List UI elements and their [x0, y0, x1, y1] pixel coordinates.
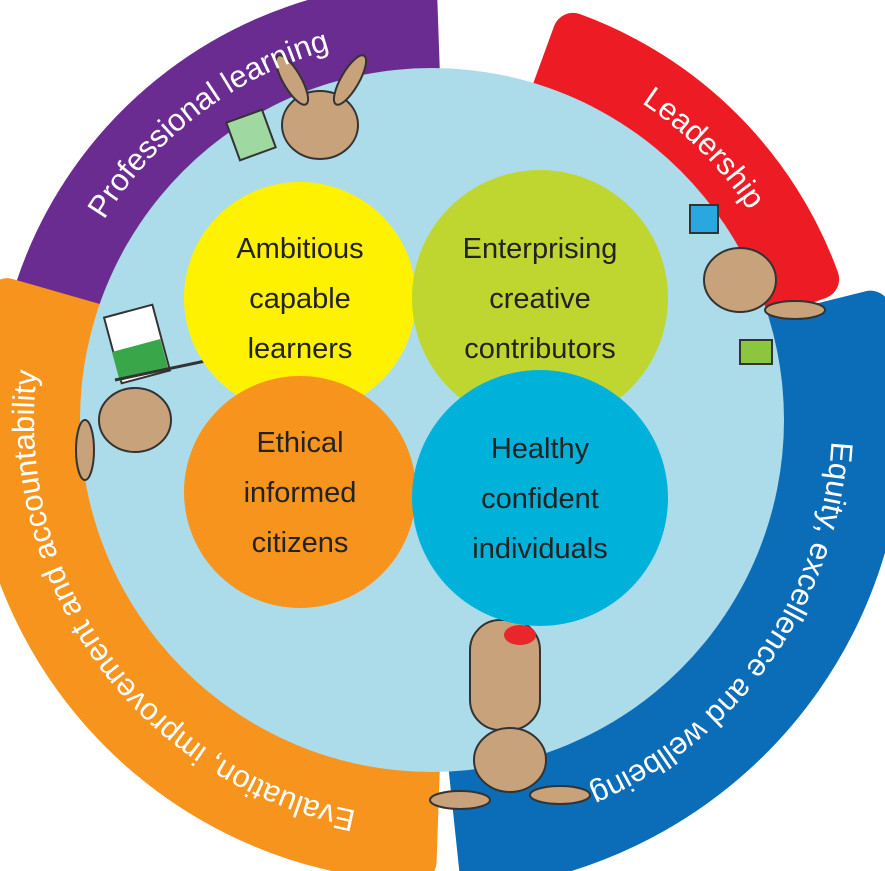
purpose-circle-healthy — [412, 370, 668, 626]
kangaroo-bottom-icon — [429, 619, 591, 810]
kangaroo-top-icon — [225, 54, 368, 162]
core-circle — [80, 68, 784, 772]
purpose-circle-ethical — [184, 376, 416, 608]
purpose-circle-ambitious — [184, 182, 416, 414]
kangaroo-left-icon — [75, 303, 211, 481]
purpose-circle-enterprising — [412, 170, 668, 426]
kangaroo-illustrations — [75, 54, 826, 810]
kangaroo-right-icon — [689, 204, 826, 365]
